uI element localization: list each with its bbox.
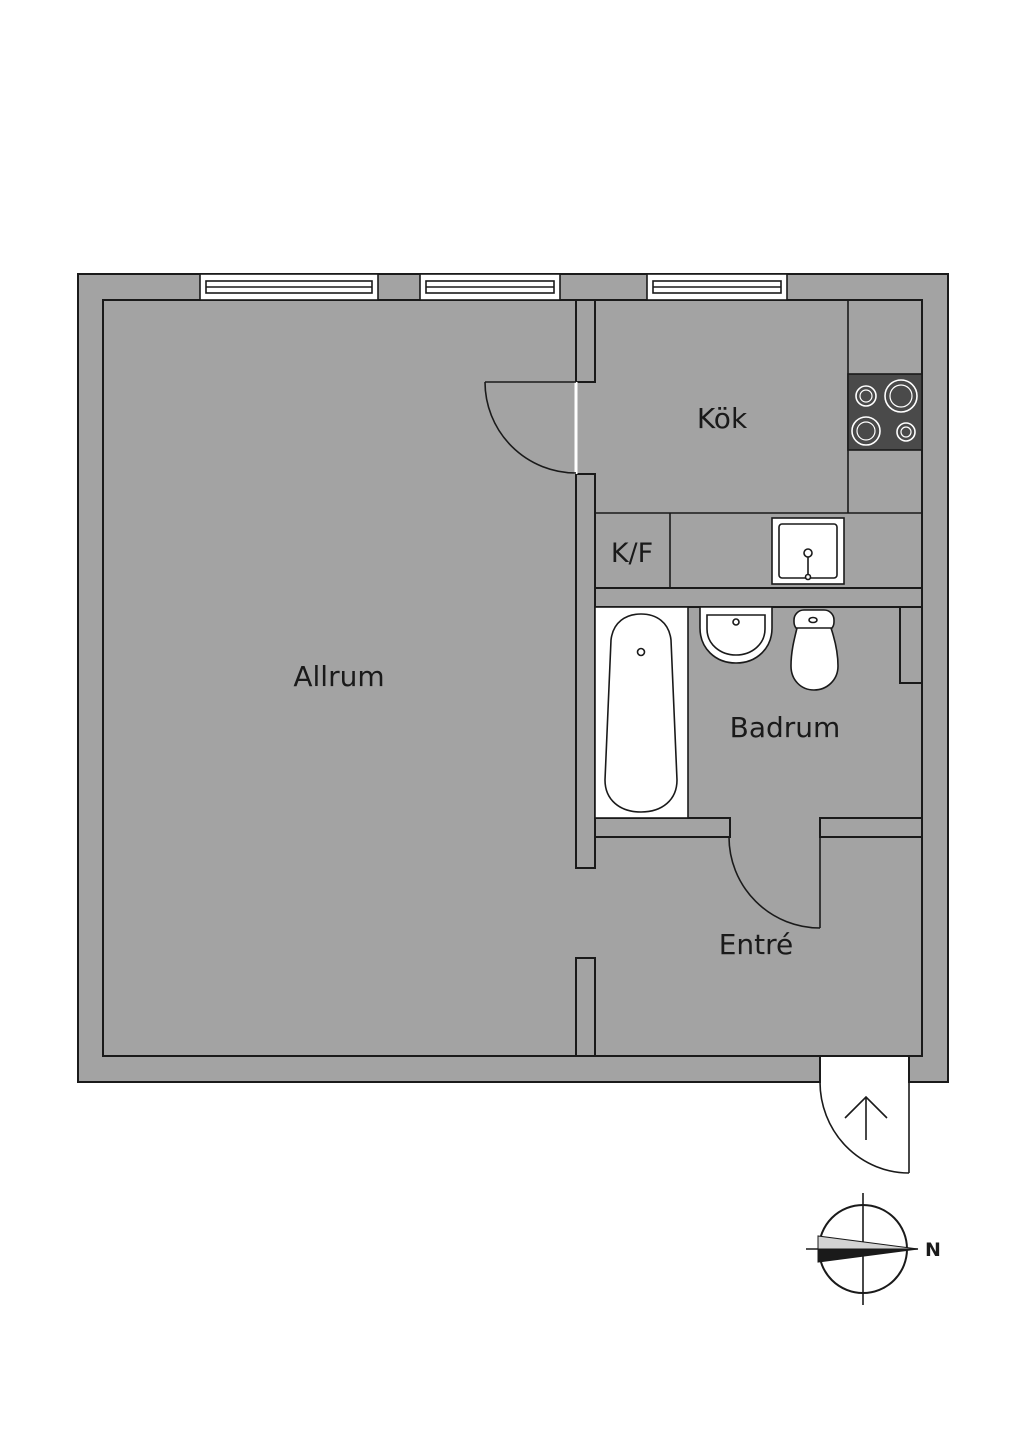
room-label-fridge: K/F bbox=[611, 538, 653, 569]
door-kitchen bbox=[484, 381, 578, 474]
window-kitchen bbox=[646, 273, 788, 301]
room-label-kitchen: Kök bbox=[697, 402, 748, 435]
entrance-arrow-icon bbox=[844, 1095, 888, 1140]
window-living-left bbox=[199, 273, 379, 301]
bathtub-icon bbox=[594, 606, 689, 819]
door-entrance bbox=[819, 1081, 910, 1174]
window-living-right bbox=[419, 273, 561, 301]
room-label-entrance: Entré bbox=[719, 928, 794, 961]
stove-icon bbox=[847, 373, 923, 451]
bathroom-fixtures bbox=[594, 606, 839, 819]
kitchen-sink-icon bbox=[771, 517, 845, 585]
walls bbox=[77, 273, 949, 1083]
kitchen-fixtures bbox=[595, 300, 923, 588]
compass-north-label: N bbox=[925, 1239, 941, 1261]
windows bbox=[199, 273, 788, 301]
room-label-bathroom: Badrum bbox=[730, 711, 841, 744]
door-bathroom bbox=[728, 836, 821, 929]
toilet-icon bbox=[790, 609, 839, 691]
wash-basin-icon bbox=[699, 606, 773, 664]
room-label-living: Allrum bbox=[293, 660, 384, 693]
compass-icon bbox=[806, 1193, 919, 1305]
doors bbox=[484, 381, 910, 1174]
